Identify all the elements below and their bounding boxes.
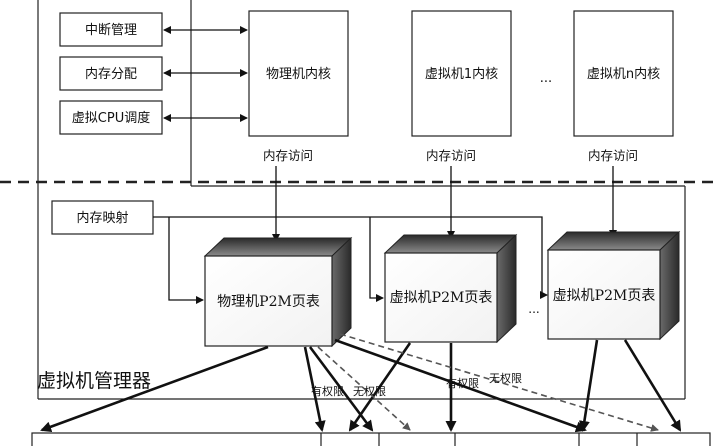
svg-text:内存分配: 内存分配 bbox=[85, 66, 137, 82]
svg-text:内存映射: 内存映射 bbox=[76, 210, 128, 226]
vcpu-scheduling-box: 虚拟CPU调度 bbox=[59, 100, 163, 135]
vm1-p2m-table-cube: 虚拟机P2M页表 bbox=[383, 233, 518, 344]
vm1-kernel-box: 虚拟机1内核 bbox=[411, 10, 512, 137]
physical-p2m-table-cube: 物理机P2M页表 bbox=[203, 236, 353, 348]
memory-access-label-vmn: 内存访问 bbox=[588, 148, 638, 163]
svg-text:虚拟CPU调度: 虚拟CPU调度 bbox=[72, 110, 150, 126]
svg-text:中断管理: 中断管理 bbox=[85, 23, 137, 38]
kernel-ellipsis: ... bbox=[540, 71, 552, 86]
permission-denied-label-1: 无权限 bbox=[353, 385, 386, 398]
svg-text:物理机P2M页表: 物理机P2M页表 bbox=[217, 294, 320, 310]
svg-text:虚拟机1内核: 虚拟机1内核 bbox=[425, 66, 498, 82]
physical-memory-strip bbox=[31, 432, 711, 446]
svg-text:虚拟机n内核: 虚拟机n内核 bbox=[587, 66, 660, 82]
permission-denied-label-2: 无权限 bbox=[489, 372, 522, 385]
p2m-ellipsis: ... bbox=[528, 302, 539, 316]
permission-allowed-label-2: 有权限 bbox=[446, 376, 479, 390]
svg-text:物理机内核: 物理机内核 bbox=[266, 66, 331, 82]
svg-text:虚拟机P2M页表: 虚拟机P2M页表 bbox=[553, 288, 656, 304]
memory-access-label-vm1: 内存访问 bbox=[426, 148, 476, 163]
physical-kernel-box: 物理机内核 bbox=[248, 10, 349, 137]
svg-text:虚拟机P2M页表: 虚拟机P2M页表 bbox=[390, 290, 493, 306]
vmn-p2m-table-cube: 虚拟机P2M页表 bbox=[546, 230, 681, 341]
memory-allocation-box: 内存分配 bbox=[59, 56, 163, 91]
hypervisor-label: 虚拟机管理器 bbox=[37, 370, 151, 392]
memory-mapping-box: 内存映射 bbox=[51, 200, 154, 235]
permission-allowed-label-1: 有权限 bbox=[311, 384, 344, 398]
vmn-kernel-box: 虚拟机n内核 bbox=[573, 10, 674, 137]
interrupt-management-box: 中断管理 bbox=[59, 12, 163, 47]
memory-access-label-physical: 内存访问 bbox=[263, 148, 313, 163]
